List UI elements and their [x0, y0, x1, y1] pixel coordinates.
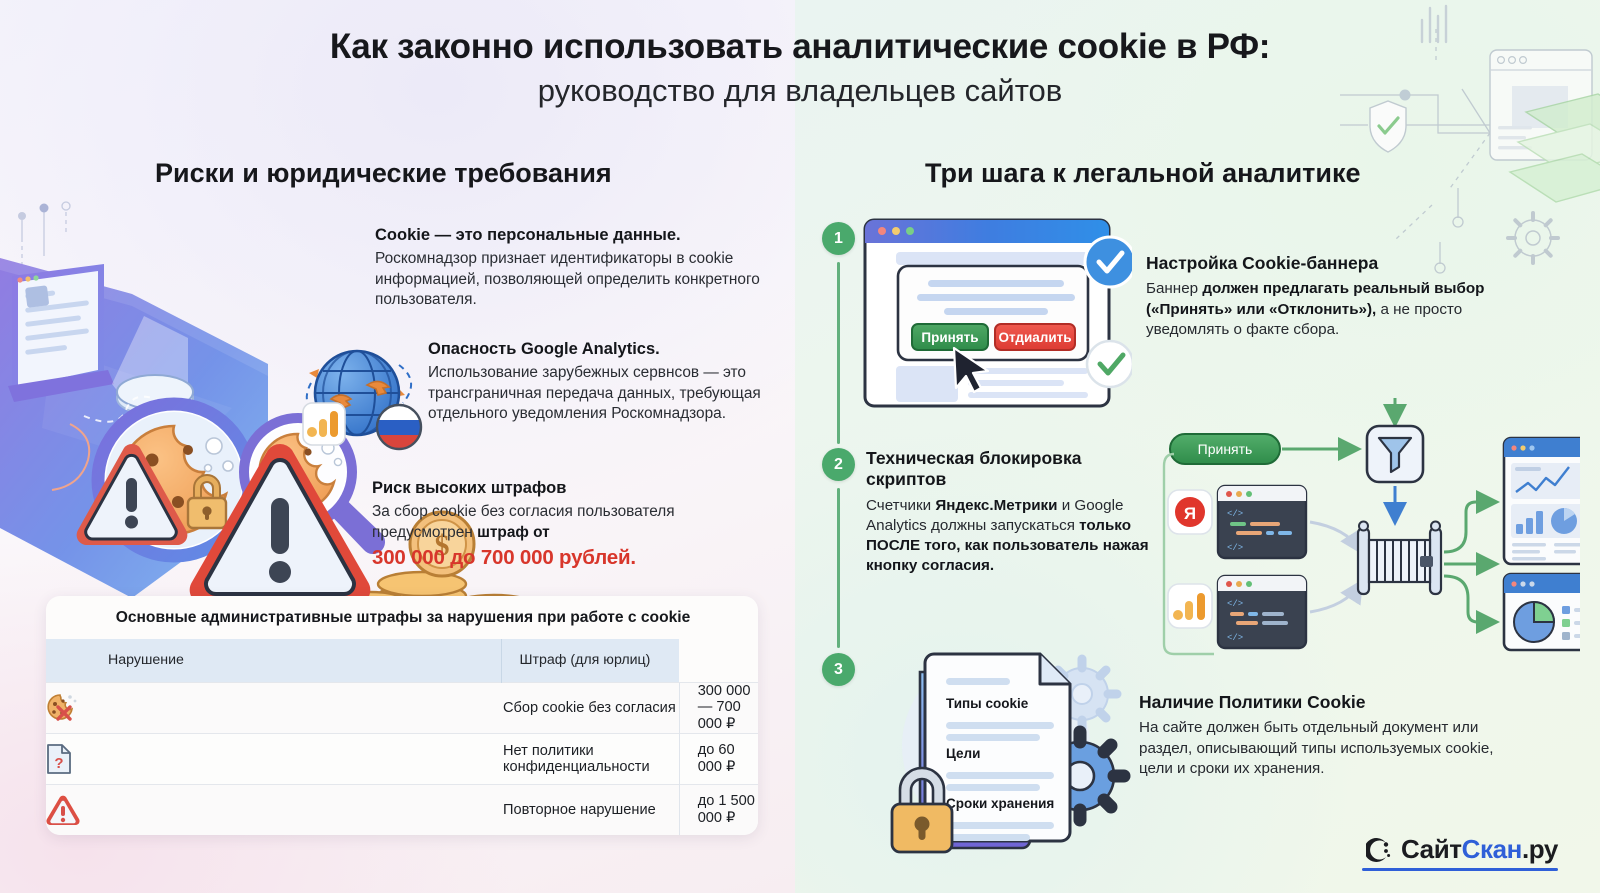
risk-3-title: Риск высоких штрафов — [372, 479, 567, 497]
risk-3-amount: 300 000 до 700 000 рублей. — [372, 546, 636, 570]
risk-3-body: За сбор cookie без согласия пользователя… — [372, 502, 772, 543]
svg-text:?: ? — [54, 755, 63, 772]
step-1-title: Настройка Cookie-баннера — [1146, 253, 1379, 273]
logo-underline — [1362, 868, 1558, 871]
step-2-body-part: только ПОСЛЕ того, как пользователь нажа… — [866, 516, 1149, 575]
step-number-3: 3 — [822, 653, 855, 686]
warning-triangle-icon — [46, 783, 501, 835]
step-2-text: Техническая блокировка скриптов Счетчики… — [866, 448, 1156, 577]
right-column-heading: Три шага к легальной аналитике — [925, 158, 1361, 188]
table-cell-fine: до 1 500 000 ₽ — [678, 783, 758, 835]
step-3-body-part: На сайте должен быть отдельный документ … — [1139, 719, 1494, 777]
table-cell-violation: Повторное нарушение — [501, 783, 680, 835]
table-cell-fine: 300 000 — 700 000 ₽ — [678, 681, 758, 733]
fines-table-caption: Основные административные штрафы за нару… — [115, 609, 691, 626]
table-cell-fine: до 60 000 ₽ — [678, 732, 758, 784]
page-title: Как законно использовать аналитические c… — [0, 26, 1600, 112]
step-connector-1 — [837, 262, 840, 444]
table-header-violation: Нарушение — [46, 639, 501, 682]
step-number-2: 2 — [822, 448, 855, 481]
left-column-heading: Риски и юридические требования — [155, 158, 612, 188]
step-1-body-part: а не просто уведомлять о факте сбора. — [1146, 300, 1463, 338]
fines-table-card: Основные административные штрафы за нару… — [46, 596, 758, 835]
step-2-title: Техническая блокировка скриптов — [866, 448, 1082, 490]
risk-block-3: Риск высоких штрафов За сбор cookie без … — [372, 478, 772, 571]
logo-part-2: Скан — [1461, 834, 1523, 864]
risk-block-2: Опасность Google Analytics. Использовани… — [428, 339, 776, 425]
table-cell-violation: Нет политики конфиденциальности — [501, 732, 680, 784]
step-1-body-part: должен предлагать реальный выбор («Приня… — [1146, 280, 1485, 318]
step-2-body-part: и Google Analytics должны запускаться — [866, 496, 1124, 534]
logo-mark-icon — [1365, 837, 1391, 862]
step-1-body-part: Баннер — [1146, 280, 1203, 298]
step-1-body: Баннер должен предлагать реальный выбор … — [1146, 279, 1506, 340]
step-2-body: Счетчики Яндекс.Метрики и Google Analyti… — [866, 496, 1156, 577]
table-row: Сбор cookie без согласия 300 000 — 700 0… — [46, 681, 758, 733]
step-3-text: Наличие Политики Cookie На сайте должен … — [1139, 692, 1505, 779]
table-row: ? Нет политики конфиденциальности до 60 … — [46, 732, 758, 784]
table-row: Повторное нарушение до 1 500 000 ₽ — [46, 783, 758, 835]
fines-table: Нарушение Штраф (для юрлиц) Сбор cookie — [46, 639, 758, 835]
site-logo[interactable]: СайтСкан.ру — [1365, 834, 1558, 865]
step-3-title: Наличие Политики Cookie — [1139, 692, 1366, 712]
step-2-body-part: Яндекс.Метрики — [935, 496, 1058, 514]
step-3-body: На сайте должен быть отдельный документ … — [1139, 718, 1505, 779]
title-main: Как законно использовать аналитические c… — [329, 27, 1271, 66]
step-2-body-part: Счетчики — [866, 496, 936, 514]
risk-3-body-bold: штраф от — [477, 523, 550, 541]
logo-part-3: .ру — [1521, 834, 1558, 864]
step-connector-2 — [837, 488, 840, 648]
risk-1-body: Роскомнадзор признает идентификаторы в c… — [375, 250, 760, 309]
title-subtitle: руководство для владельцев сайтов — [537, 73, 1063, 109]
cookie-blocked-icon — [46, 681, 501, 733]
table-header-fine: Штраф (для юрлиц) — [500, 639, 680, 682]
table-header-row: Нарушение Штраф (для юрлиц) — [46, 639, 758, 682]
risk-2-title: Опасность Google Analytics. — [428, 340, 660, 358]
risk-1-title: Cookie — это персональные данные. — [375, 226, 681, 244]
table-cell-violation: Сбор cookie без согласия — [501, 681, 680, 733]
risk-block-1: Cookie — это персональные данные. Роском… — [375, 225, 777, 311]
step-1-text: Настройка Cookie-баннера Баннер должен п… — [1146, 253, 1506, 340]
logo-part-1: Сайт — [1400, 834, 1462, 864]
risk-2-body: Использование зарубежных сервнсов — это … — [428, 364, 761, 423]
step-number-1: 1 — [822, 222, 855, 255]
document-question-icon: ? — [46, 732, 501, 784]
